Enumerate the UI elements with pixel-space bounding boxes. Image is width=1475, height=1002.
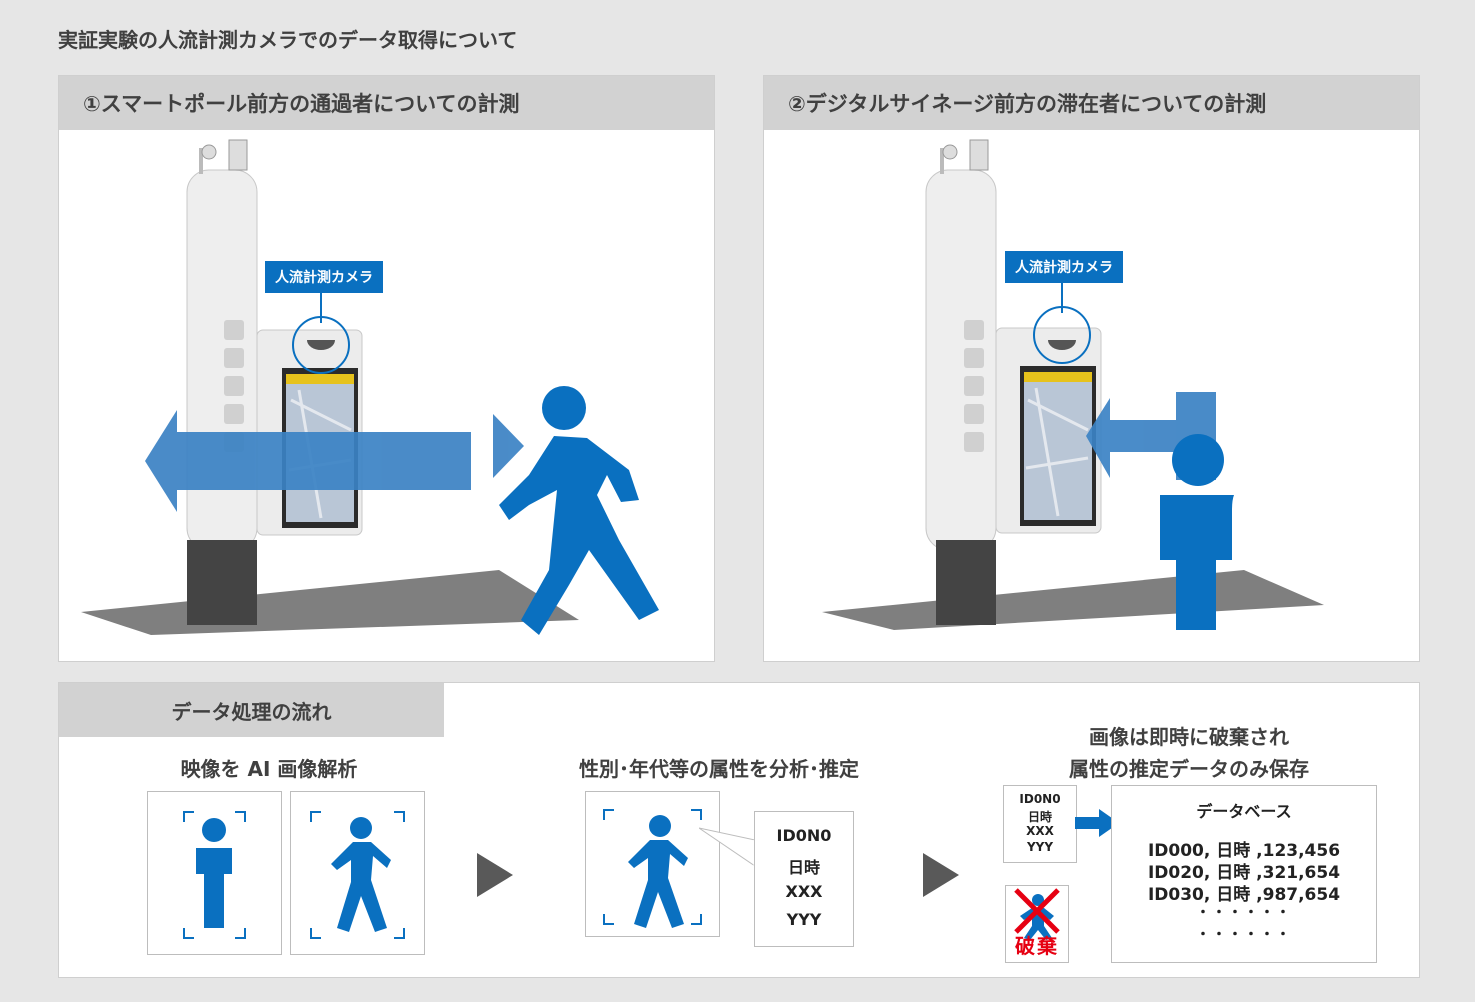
detected-walking-box: [290, 791, 425, 955]
database-row: ID000, 日時 ,123,456: [1147, 841, 1341, 861]
flow-arrow-1: [477, 853, 513, 897]
camera-tag: 人流計測カメラ: [265, 261, 383, 293]
step2-label: 性別･年代等の属性を分析･推定: [579, 757, 859, 781]
panel-header: ②デジタルサイネージ前方の滞在者についての計測: [764, 76, 1419, 130]
save-arrow-icon: [1075, 809, 1119, 837]
database-row: ID020, 日時 ,321,654: [1147, 863, 1341, 883]
floor-shadow: [81, 570, 579, 635]
signage-scene: [822, 139, 1324, 630]
discard-label: 破棄: [1015, 934, 1059, 958]
cross-icon: [1014, 888, 1060, 934]
record-field: YYY: [786, 910, 822, 929]
record-field: 日時: [787, 858, 820, 877]
standing-person-icon: [1160, 434, 1234, 630]
camera-tag-line: [1061, 281, 1063, 313]
walking-person-icon: [331, 817, 391, 932]
step3-label-2: 属性の推定データのみ保存: [1069, 757, 1309, 781]
flow-tab: データ処理の流れ: [59, 683, 444, 737]
smart-pole-scene: [81, 139, 659, 635]
record-field: YYY: [1026, 840, 1054, 854]
database-box: データベース ID000, 日時 ,123,456 ID020, 日時 ,321…: [1111, 785, 1377, 963]
standing-person-icon: [196, 818, 232, 928]
camera-tag: 人流計測カメラ: [1005, 251, 1123, 283]
panel-flow: データ処理の流れ 映像を AI 画像解析 性別･年代等の属性を分析･推定 画像は…: [58, 682, 1420, 978]
smart-pole: [186, 169, 258, 551]
page-title: 実証実験の人流計測カメラでのデータ取得について: [58, 28, 518, 52]
record-field: XXX: [1026, 824, 1054, 838]
record-field: ID0N0: [1019, 792, 1061, 806]
database-row: ID030, 日時 ,987,654: [1147, 885, 1341, 905]
double-arrow-icon: [145, 410, 524, 512]
record-field: XXX: [785, 882, 823, 901]
flow-arrow-2: [923, 853, 959, 897]
record-field: ID0N0: [776, 826, 832, 845]
smart-pole: [925, 169, 997, 551]
analysis-box: [585, 791, 720, 937]
step3-label-1: 画像は即時に破棄され: [1089, 725, 1289, 749]
record-field: 日時: [1027, 810, 1052, 824]
walking-person-icon: [499, 386, 659, 635]
detected-standing-box: [147, 791, 282, 955]
panel-header: ①スマートポール前方の通過者についての計測: [59, 76, 714, 130]
walking-person-icon: [628, 815, 688, 928]
floor-shadow: [822, 570, 1324, 630]
panel-dwelling: ②デジタルサイネージ前方の滞在者についての計測: [763, 75, 1420, 662]
step1-label: 映像を AI 画像解析: [180, 757, 358, 781]
small-record: ID0N0 日時 XXX YYY: [1003, 785, 1077, 863]
discard-box: 破棄: [1005, 885, 1069, 963]
callout-pointer: [699, 827, 757, 867]
panel-pass-through: ①スマートポール前方の通過者についての計測: [58, 75, 715, 662]
attribute-record: ID0N0 日時 XXX YYY: [754, 811, 854, 947]
database-row: ・・・・・・: [1196, 927, 1292, 943]
database-title: データベース: [1196, 802, 1292, 821]
camera-tag-line: [320, 291, 322, 323]
database-row: ・・・・・・: [1196, 905, 1292, 921]
